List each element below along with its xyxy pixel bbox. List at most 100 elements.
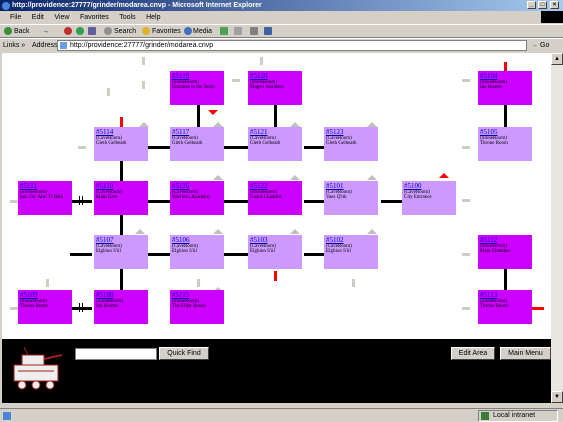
room-link[interactable]: #5111 — [20, 182, 37, 190]
connector — [70, 200, 92, 203]
room-link[interactable]: #5103 — [250, 236, 268, 244]
room-5119[interactable]: #5119 (StoneRoom) Entrance to the Temp — [170, 71, 224, 105]
home-icon[interactable] — [88, 27, 96, 35]
refresh-icon[interactable] — [76, 27, 84, 35]
menu-help[interactable]: Help — [146, 14, 161, 21]
menu-view[interactable]: View — [54, 14, 70, 21]
mail-icon[interactable] — [234, 27, 242, 35]
room-name: Throne Room — [480, 304, 508, 309]
room-5105[interactable]: #5105 (StoneRoom) Throne Room — [478, 127, 532, 161]
room-5120[interactable]: #5120 (StoneRoom) Mage's Academy — [248, 71, 302, 105]
room-link[interactable]: #5121 — [250, 128, 268, 136]
go-arrow-icon[interactable]: → — [531, 42, 538, 49]
room-link[interactable]: #5106 — [172, 236, 190, 244]
room-5116[interactable]: #5116 (CaveRoom) Warrior's Academy — [170, 181, 224, 215]
room-type: (CaveRoom) — [250, 136, 276, 141]
room-5104[interactable]: #5104 (StoneRoom) Inn Rooms — [478, 71, 532, 105]
room-5109[interactable]: #5109 (StoneRoom) Throne Room — [18, 290, 72, 324]
room-link[interactable]: #5105 — [480, 128, 498, 136]
quick-find-button[interactable]: Quick Find — [159, 347, 209, 360]
back-arrow-icon[interactable] — [4, 27, 12, 35]
room-link[interactable]: #5110 — [96, 182, 114, 190]
edit-page-icon[interactable] — [264, 27, 272, 35]
favorites-button[interactable]: Favorites — [152, 28, 181, 35]
room-5121[interactable]: #5121 (CaveRoom) Gleth Gelbeath — [248, 127, 302, 161]
scroll-up-button[interactable]: ▲ — [551, 53, 563, 65]
scroll-down-button[interactable]: ▼ — [551, 391, 563, 403]
room-link[interactable]: #5101 — [326, 182, 344, 190]
room-5111[interactable]: #5111 (StoneRoom) Inn: Go 'Ahe' Tr Beth — [18, 181, 72, 215]
room-5100[interactable]: #5100 (CaveRoom) City Entrance — [402, 181, 456, 215]
red-exit-marker — [274, 271, 277, 281]
maximize-button[interactable]: □ — [538, 1, 547, 9]
close-button[interactable]: × — [550, 1, 559, 9]
vertical-scrollbar[interactable]: ▲ ▼ — [551, 53, 563, 403]
address-label: Address — [32, 42, 58, 49]
room-link[interactable]: #5102 — [326, 236, 344, 244]
footer-panel: Quick Find Edit Area Main Menu — [2, 339, 551, 403]
exit-stub — [260, 57, 263, 65]
room-link[interactable]: #5116 — [172, 182, 190, 190]
menu-edit[interactable]: Edit — [31, 14, 44, 21]
room-link[interactable]: #5119 — [172, 72, 190, 80]
room-5110[interactable]: #5110 (CaveRoom) Main Gate — [94, 181, 148, 215]
room-5106[interactable]: #5106 (CaveRoom) Elghion S'iil — [170, 235, 224, 269]
room-link[interactable]: #5115 — [172, 291, 190, 299]
go-button[interactable]: Go — [540, 42, 550, 49]
quick-find-input[interactable] — [75, 348, 157, 360]
room-link[interactable]: #5112 — [480, 236, 498, 244]
room-link[interactable]: #5104 — [480, 72, 498, 80]
menu-file[interactable]: File — [10, 14, 22, 21]
intranet-icon — [481, 412, 489, 420]
room-type: (CaveRoom) — [404, 190, 430, 195]
room-5123[interactable]: #5123 (CaveRoom) Gleth Gelbeath — [324, 127, 378, 161]
connector — [120, 266, 123, 290]
stop-icon[interactable] — [64, 27, 72, 35]
room-link[interactable]: #5113 — [480, 291, 498, 299]
zone-label: Local intranet — [493, 412, 536, 419]
forward-button[interactable]: → — [42, 28, 49, 35]
room-name: Gleth Gelbeath — [96, 141, 127, 146]
room-5103[interactable]: #5103 (CaveRoom) Elghion S'iil — [248, 235, 302, 269]
print-icon[interactable] — [250, 27, 258, 35]
room-link[interactable]: #5100 — [404, 182, 422, 190]
search-icon[interactable] — [104, 27, 112, 35]
room-link[interactable]: #5107 — [96, 236, 114, 244]
back-button[interactable]: Back — [14, 28, 30, 35]
media-icon[interactable] — [184, 27, 192, 35]
door-marker — [79, 303, 80, 312]
connector — [148, 200, 170, 203]
room-link[interactable]: #5123 — [326, 128, 344, 136]
menu-tools[interactable]: Tools — [119, 14, 136, 21]
room-5101[interactable]: #5101 (CaveRoom) Vaes Q'ith — [324, 181, 378, 215]
room-link[interactable]: #5122 — [250, 182, 268, 190]
edit-area-button[interactable]: Edit Area — [451, 347, 495, 360]
media-button[interactable]: Media — [193, 28, 213, 35]
room-5117[interactable]: #5117 (CaveRoom) Gleth Gelbeath — [170, 127, 224, 161]
links-label[interactable]: Links » — [3, 42, 26, 49]
favorites-icon[interactable] — [142, 27, 150, 35]
room-5102[interactable]: #5102 (CaveRoom) Elghion S'iil — [324, 235, 378, 269]
room-link[interactable]: #5120 — [250, 72, 268, 80]
history-icon[interactable] — [220, 27, 228, 35]
room-link[interactable]: #5108 — [96, 291, 114, 299]
room-5115[interactable]: #5115 (StoneRoom) The Elder Books — [170, 290, 224, 324]
menu-favorites[interactable]: Favorites — [79, 14, 109, 21]
room-5114[interactable]: #5114 (CaveRoom) Gleth Gelbeath — [94, 127, 148, 161]
room-5107[interactable]: #5107 (CaveRoom) Elghion S'iil — [94, 235, 148, 269]
up-arrow-icon — [367, 229, 377, 234]
room-link[interactable]: #5117 — [172, 128, 190, 136]
red-exit-marker — [504, 62, 507, 72]
room-link[interactable]: #5109 — [20, 291, 38, 299]
room-5112[interactable]: #5112 (StoneRoom) Main Chamber — [478, 235, 532, 269]
search-button[interactable]: Search — [114, 28, 137, 35]
room-5122[interactable]: #5122 (StoneRoom) Guard Chamber — [248, 181, 302, 215]
room-link[interactable]: #5114 — [96, 128, 114, 136]
minimize-button[interactable]: _ — [527, 1, 536, 9]
address-input[interactable]: http://providence:27777/grinder/modarea.… — [57, 40, 527, 51]
main-menu-button[interactable]: Main Menu — [500, 347, 551, 360]
room-5113[interactable]: #5113 (StoneRoom) Throne Room — [478, 290, 532, 324]
room-5108[interactable]: #5108 (StoneRoom) Inn Rooms — [94, 290, 148, 324]
room-type: (StoneRoom) — [480, 244, 507, 249]
